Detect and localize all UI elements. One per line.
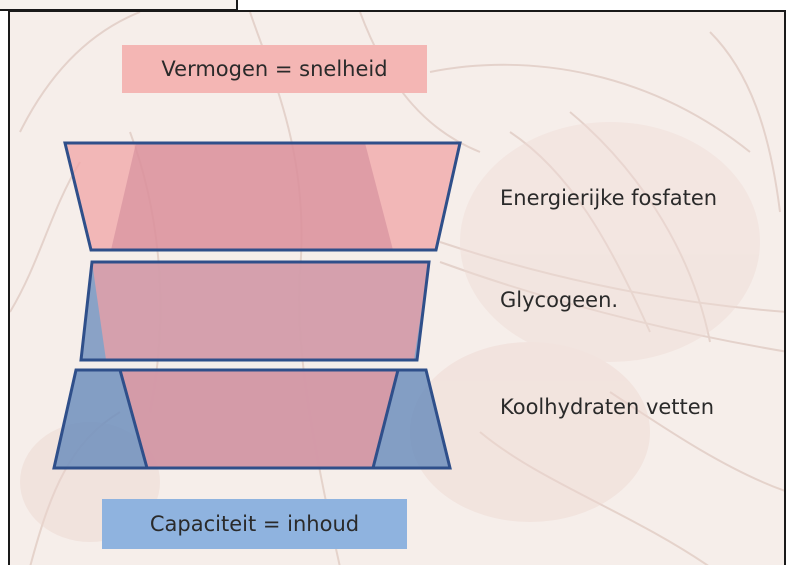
speed-label: Vermogen = snelheid xyxy=(122,45,427,93)
capacity-label: Capaciteit = inhoud xyxy=(102,499,407,549)
layer-energierijke-fosfaten xyxy=(65,143,460,250)
layer-label-glycogeen: Glycogeen. xyxy=(500,288,618,312)
layer-1-capacity-trapezoid xyxy=(111,143,393,250)
layer-3-power-trapezoid xyxy=(120,370,398,468)
layer-label-energierijke-fosfaten: Energierijke fosfaten xyxy=(500,186,717,210)
slide-frame: Vermogen = snelheid Capaciteit = inhoud … xyxy=(8,10,786,565)
layer-glycogeen xyxy=(81,262,429,360)
layer-koolhydraten-vetten xyxy=(54,370,450,468)
diagram-canvas xyxy=(10,12,786,565)
layer-label-koolhydraten-vetten: Koolhydraten vetten xyxy=(500,395,714,419)
layer-2-power-trapezoid xyxy=(92,262,429,360)
